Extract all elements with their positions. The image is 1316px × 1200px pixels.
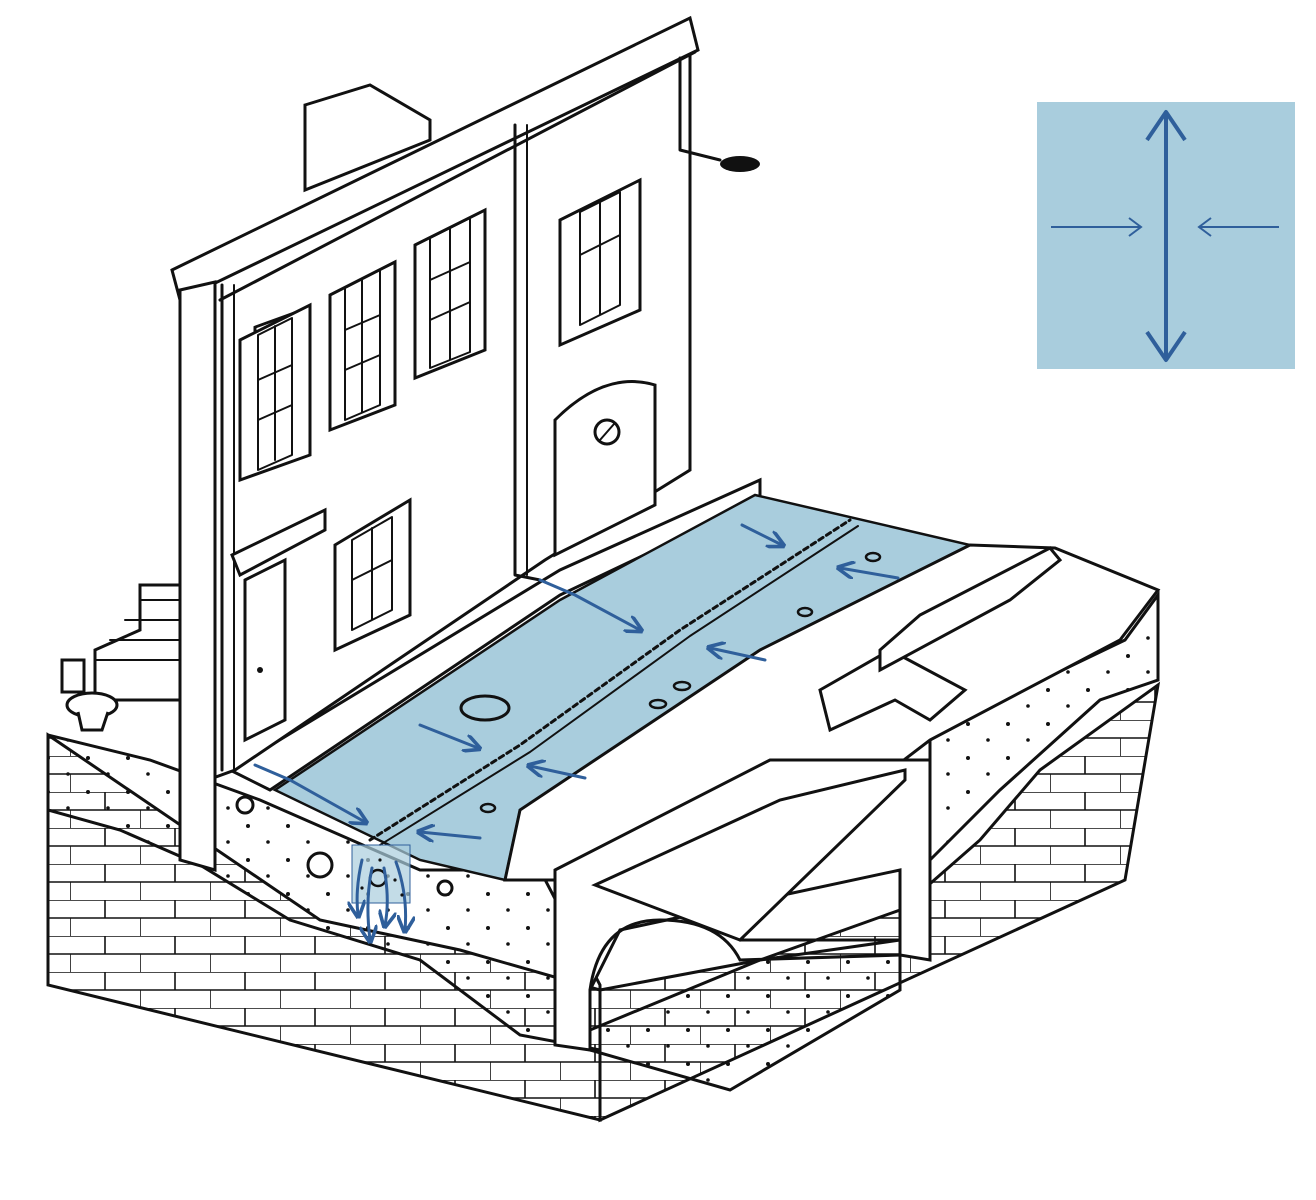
downspout-right (513, 123, 542, 582)
garage-door (553, 380, 657, 558)
stairs (93, 583, 182, 702)
manhole-cover (459, 694, 511, 722)
window (558, 177, 642, 348)
front-door (230, 507, 327, 743)
toilet-icon (60, 658, 119, 732)
window (238, 302, 312, 483)
window (333, 497, 412, 653)
infiltration-zone (352, 844, 410, 940)
street-lamp-icon (678, 56, 760, 172)
window (413, 207, 487, 381)
central-gutter (368, 518, 852, 842)
flow-arrows (253, 523, 900, 838)
compass-arrows-icon (1037, 102, 1295, 369)
window (328, 259, 397, 433)
house (60, 15, 760, 897)
culvert-structure (553, 546, 1063, 1092)
